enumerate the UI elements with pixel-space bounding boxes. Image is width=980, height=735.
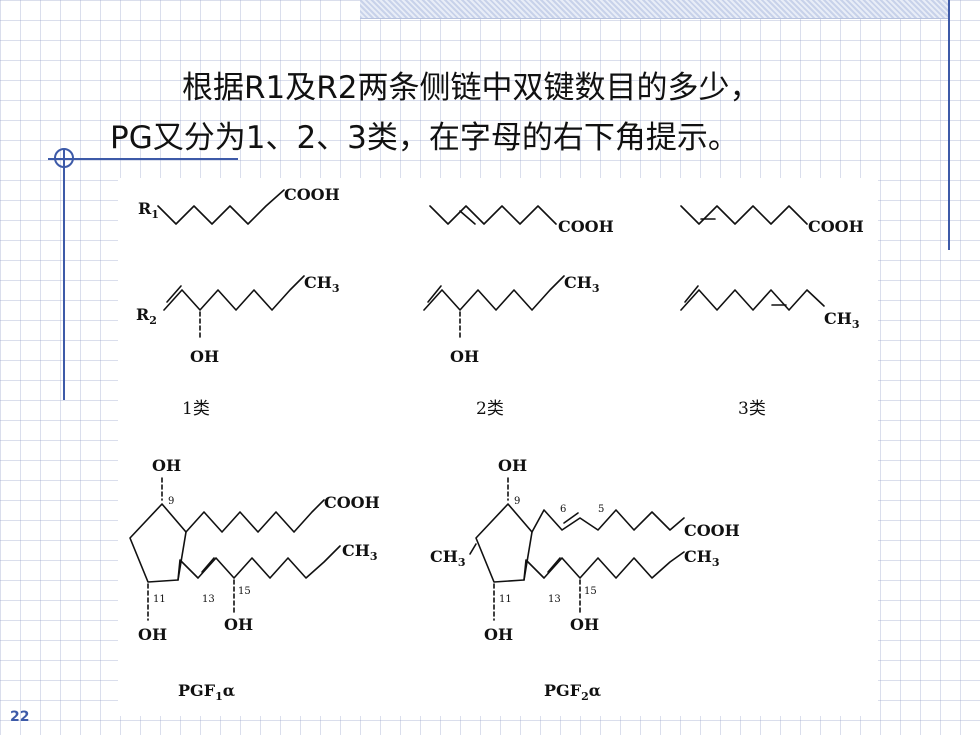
svg-text:CH3: CH3 <box>342 541 378 563</box>
svg-text:15: 15 <box>584 586 597 597</box>
svg-text:COOH: COOH <box>808 217 864 236</box>
svg-text:OH: OH <box>152 456 181 475</box>
class2-middle-chain: CH3 OH <box>423 273 600 366</box>
svg-text:CH3: CH3 <box>684 547 720 569</box>
svg-text:COOH: COOH <box>684 521 740 540</box>
svg-text:R1: R1 <box>138 199 159 221</box>
svg-text:9: 9 <box>168 496 174 507</box>
svg-text:CH3: CH3 <box>824 309 860 331</box>
pgf2a-structure: OH 9 6 5 COOH CH3 CH3 11 OH 13 15 OH PGF… <box>430 456 740 703</box>
svg-text:OH: OH <box>450 347 479 366</box>
decorative-vertical-rule <box>948 0 950 250</box>
svg-text:15: 15 <box>238 586 251 597</box>
svg-text:9: 9 <box>514 496 520 507</box>
svg-text:13: 13 <box>548 594 561 605</box>
svg-text:OH: OH <box>224 615 253 634</box>
decorative-horizontal-rule <box>48 158 238 160</box>
decorative-top-band <box>360 0 948 19</box>
svg-text:OH: OH <box>138 625 167 644</box>
svg-text:11: 11 <box>153 594 166 605</box>
class-2-label: 2类 <box>476 399 504 419</box>
slide-title-line-1: 根据R1及R2两条侧链中双键数目的多少， <box>182 70 761 106</box>
class1-r1-chain: R1 COOH <box>138 185 340 225</box>
slide-title-line-2: PG又分为1、2、3类，在字母的右下角提示。 <box>110 120 739 156</box>
svg-text:OH: OH <box>498 456 527 475</box>
svg-text:5: 5 <box>598 504 604 515</box>
class3-middle-chain: CH3 <box>680 285 860 331</box>
svg-text:CH3: CH3 <box>564 273 600 295</box>
decorative-vertical-rule <box>63 150 65 400</box>
slide-page-number: 22 <box>10 709 30 725</box>
prostaglandin-structures-figure: R1 COOH COOH COOH R2 CH3 OH CH3 OH CH3 1… <box>118 178 878 716</box>
svg-text:PGF2α: PGF2α <box>544 681 601 703</box>
svg-text:COOH: COOH <box>324 493 380 512</box>
svg-text:6: 6 <box>560 504 566 515</box>
class-3-label: 3类 <box>738 399 766 419</box>
svg-text:OH: OH <box>484 625 513 644</box>
structure-drawing: R1 COOH COOH COOH R2 CH3 OH CH3 OH CH3 1… <box>129 185 864 703</box>
svg-text:11: 11 <box>499 594 512 605</box>
class1-r2-chain: R2 CH3 OH <box>136 273 340 366</box>
svg-text:COOH: COOH <box>284 185 340 204</box>
svg-text:13: 13 <box>202 594 215 605</box>
pgf1a-structure: OH 9 COOH CH3 11 OH 13 15 OH PGF1α <box>129 456 380 703</box>
svg-text:CH3: CH3 <box>304 273 340 295</box>
svg-text:OH: OH <box>570 615 599 634</box>
svg-text:OH: OH <box>190 347 219 366</box>
decorative-circle <box>54 148 74 168</box>
class2-top-chain: COOH <box>429 205 614 236</box>
svg-text:CH3: CH3 <box>430 547 466 569</box>
svg-text:PGF1α: PGF1α <box>178 681 235 703</box>
svg-text:COOH: COOH <box>558 217 614 236</box>
class-1-label: 1类 <box>182 399 210 419</box>
class3-top-chain: COOH <box>680 205 864 236</box>
svg-text:R2: R2 <box>136 305 157 327</box>
